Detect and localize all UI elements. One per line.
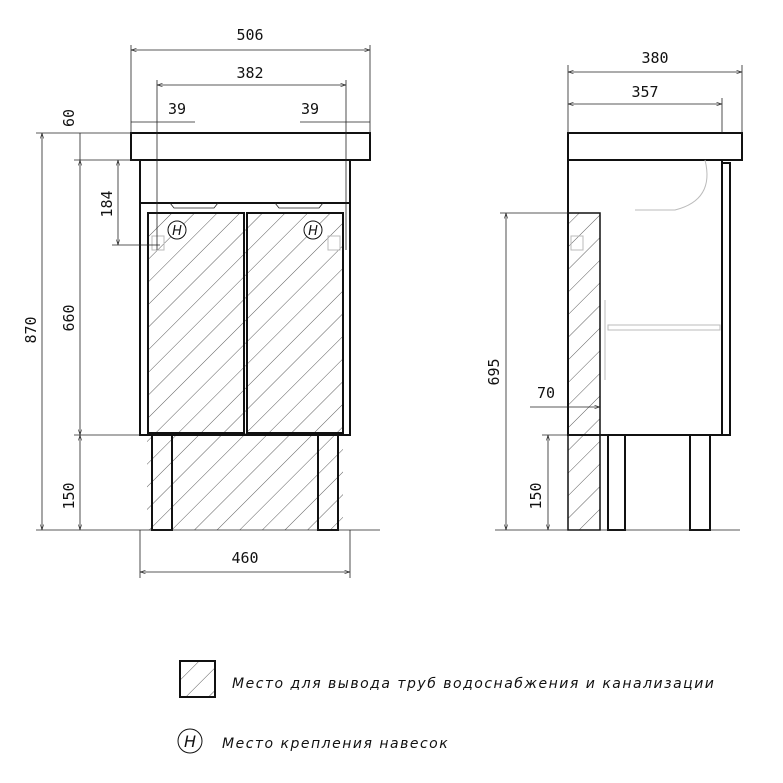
dim-506: 506 (236, 26, 263, 44)
dim-660: 660 (60, 304, 78, 331)
svg-text:H: H (172, 224, 182, 239)
front-view: H H 506 382 39 39 60 (22, 26, 380, 578)
legend-pipe-zone-text: Место для вывода труб водоснабжения и ка… (232, 676, 715, 692)
mount-marker: H (167, 220, 187, 240)
dim-357: 357 (631, 83, 658, 101)
dim-184: 184 (98, 190, 116, 217)
door-right (246, 212, 344, 434)
mount-marker: H (303, 220, 323, 240)
leg (689, 434, 711, 531)
dim-382: 382 (236, 64, 263, 82)
leg (607, 434, 626, 531)
circled-h-icon: H (177, 728, 203, 754)
handles (169, 202, 324, 209)
dim-380: 380 (641, 49, 668, 67)
dim-150: 150 (60, 482, 78, 509)
svg-text:H: H (184, 732, 196, 751)
dim-39-left: 39 (168, 100, 186, 118)
legend-mount-text: Место крепления навесок (222, 736, 449, 752)
pipe-zone-hatch (567, 212, 601, 531)
door-left (147, 212, 245, 434)
cabinet-body (139, 159, 351, 436)
legend: Место для вывода труб водоснабжения и ка… (177, 660, 715, 754)
countertop (567, 132, 743, 161)
dim-39-right: 39 (301, 100, 319, 118)
countertop (130, 132, 371, 161)
dim-460: 460 (231, 549, 258, 567)
hatched-square-icon (179, 660, 216, 698)
side-view: 380 357 695 70 150 (485, 49, 743, 531)
svg-text:H: H (308, 224, 318, 239)
dim-150-side: 150 (527, 482, 545, 509)
dim-870: 870 (22, 316, 40, 343)
dim-695: 695 (485, 358, 503, 385)
dim-70: 70 (537, 384, 555, 402)
dim-60: 60 (60, 109, 78, 127)
